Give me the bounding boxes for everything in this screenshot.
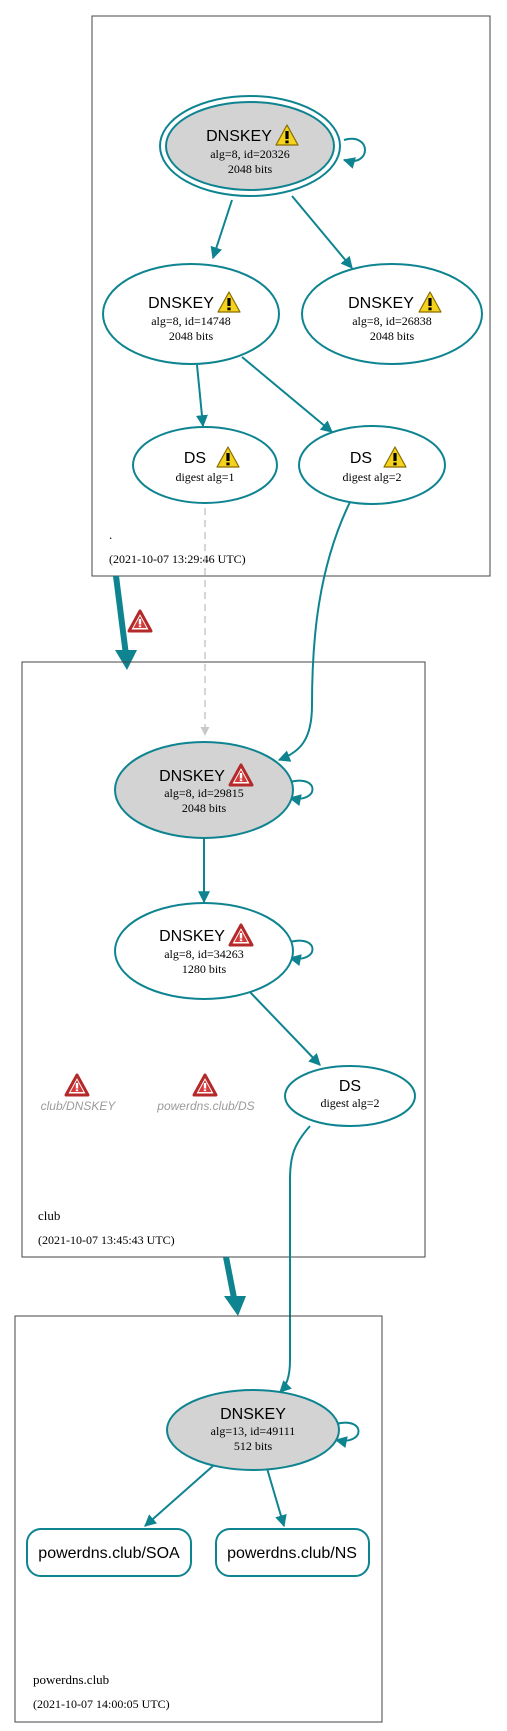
node-club-ksk-title: DNSKEY <box>159 768 225 785</box>
node-root-ds2[interactable]: DS digest alg=2 <box>298 425 446 505</box>
node-root-zsk1-title: DNSKEY <box>148 295 214 312</box>
node-root-ksk-bits: 2048 bits <box>228 162 273 176</box>
node-root-ds2-digest: digest alg=2 <box>342 470 401 484</box>
node-root-zsk2-title: DNSKEY <box>348 295 414 312</box>
edge-root-ksk-zsk1 <box>210 199 233 260</box>
node-root-ksk-alg: alg=8, id=20326 <box>210 147 290 161</box>
club-error-dnskey[interactable]: club/DNSKEY <box>41 1073 117 1113</box>
club-error-ds-label: powerdns.club/DS <box>156 1099 254 1113</box>
edge-club-ds-powerdns-key <box>279 1125 311 1393</box>
node-club-zsk-alg: alg=8, id=34263 <box>164 947 244 961</box>
edge-club-zsk-self <box>288 939 314 966</box>
delegation-root-club <box>113 575 129 656</box>
node-club-zsk[interactable]: DNSKEY alg=8, id=34263 1280 bits <box>114 902 294 1000</box>
zone-powerdns-timestamp: (2021-10-07 14:00:05 UTC) <box>33 1697 170 1711</box>
zone-root: . (2021-10-07 13:29:46 UTC) <box>91 15 491 577</box>
club-error-ds[interactable]: powerdns.club/DS <box>156 1073 255 1113</box>
root-edges <box>195 137 366 433</box>
zone-powerdns: powerdns.club (2021-10-07 14:00:05 UTC) <box>14 1315 383 1723</box>
zone-club-timestamp: (2021-10-07 13:45:43 UTC) <box>38 1233 175 1247</box>
node-root-ds2-title: DS <box>350 450 372 467</box>
node-powerdns-key-bits: 512 bits <box>234 1439 273 1453</box>
edge-club-ksk-self <box>288 779 314 806</box>
powerdns-edges <box>144 1421 360 1528</box>
node-root-zsk1-alg: alg=8, id=14748 <box>151 314 231 328</box>
zone-root-name: . <box>109 527 112 542</box>
node-root-ds1-title: DS <box>184 450 206 467</box>
zone-powerdns-box <box>14 1315 383 1723</box>
node-club-ds-title: DS <box>339 1078 361 1095</box>
zone-root-box <box>91 15 491 577</box>
node-powerdns-key[interactable]: DNSKEY alg=13, id=49111 512 bits <box>166 1389 340 1471</box>
node-root-ksk-title: DNSKEY <box>206 128 272 145</box>
node-club-zsk-title: DNSKEY <box>159 928 225 945</box>
edge-powerdns-key-self <box>334 1421 360 1448</box>
edge-root-ksk-zsk2 <box>291 195 353 269</box>
node-root-zsk1-bits: 2048 bits <box>169 329 214 343</box>
delegation-root-club-arrowhead <box>115 650 137 670</box>
node-club-zsk-bits: 1280 bits <box>182 962 227 976</box>
node-club-ds[interactable]: DS digest alg=2 <box>284 1065 416 1127</box>
edge-powerdns-key-soa <box>144 1464 215 1527</box>
node-powerdns-key-title: DNSKEY <box>220 1406 286 1423</box>
zone-club: club (2021-10-07 13:45:43 UTC) <box>21 661 426 1258</box>
zone-club-name: club <box>38 1208 60 1223</box>
node-club-ksk-alg: alg=8, id=29815 <box>164 786 244 800</box>
node-powerdns-ns[interactable]: powerdns.club/NS <box>215 1528 370 1577</box>
zone-powerdns-name: powerdns.club <box>33 1672 109 1687</box>
edge-root-ksk-self <box>342 137 366 169</box>
node-root-zsk1[interactable]: DNSKEY alg=8, id=14748 2048 bits <box>102 263 280 365</box>
node-powerdns-soa[interactable]: powerdns.club/SOA <box>26 1528 192 1577</box>
club-error-dnskey-label: club/DNSKEY <box>41 1099 117 1113</box>
edge-powerdns-key-ns <box>265 1464 287 1528</box>
node-root-ds1[interactable]: DS digest alg=1 <box>132 426 278 504</box>
error-triangle-icon <box>192 1073 218 1097</box>
node-root-zsk2[interactable]: DNSKEY alg=8, id=26838 2048 bits <box>301 263 483 365</box>
edge-club-zsk-ds <box>247 989 321 1066</box>
edge-ds2-club-ksk <box>277 501 351 762</box>
node-root-ksk[interactable]: DNSKEY alg=8, id=20326 2048 bits <box>159 95 341 197</box>
error-triangle-icon <box>64 1073 90 1097</box>
node-club-ksk[interactable]: DNSKEY alg=8, id=29815 2048 bits <box>114 741 294 839</box>
node-root-zsk2-alg: alg=8, id=26838 <box>352 314 432 328</box>
edge-root-zsk1-ds1 <box>195 364 208 428</box>
node-club-ksk-bits: 2048 bits <box>182 801 227 815</box>
node-root-zsk2-bits: 2048 bits <box>370 329 415 343</box>
node-powerdns-ns-label: powerdns.club/NS <box>227 1545 357 1562</box>
node-root-ds1-digest: digest alg=1 <box>175 470 234 484</box>
error-triangle-icon <box>127 609 153 633</box>
zone-club-box <box>21 661 426 1258</box>
delegation-club-powerdns-arrowhead <box>224 1296 246 1316</box>
node-powerdns-key-alg: alg=13, id=49111 <box>211 1424 296 1438</box>
node-powerdns-soa-label: powerdns.club/SOA <box>38 1545 180 1562</box>
node-club-ds-digest: digest alg=2 <box>320 1096 379 1110</box>
delegation-club-powerdns <box>223 1256 237 1299</box>
edge-root-zsk1-ds2 <box>241 356 333 433</box>
club-edges <box>198 779 321 1066</box>
zone-root-timestamp: (2021-10-07 13:29:46 UTC) <box>109 552 246 566</box>
